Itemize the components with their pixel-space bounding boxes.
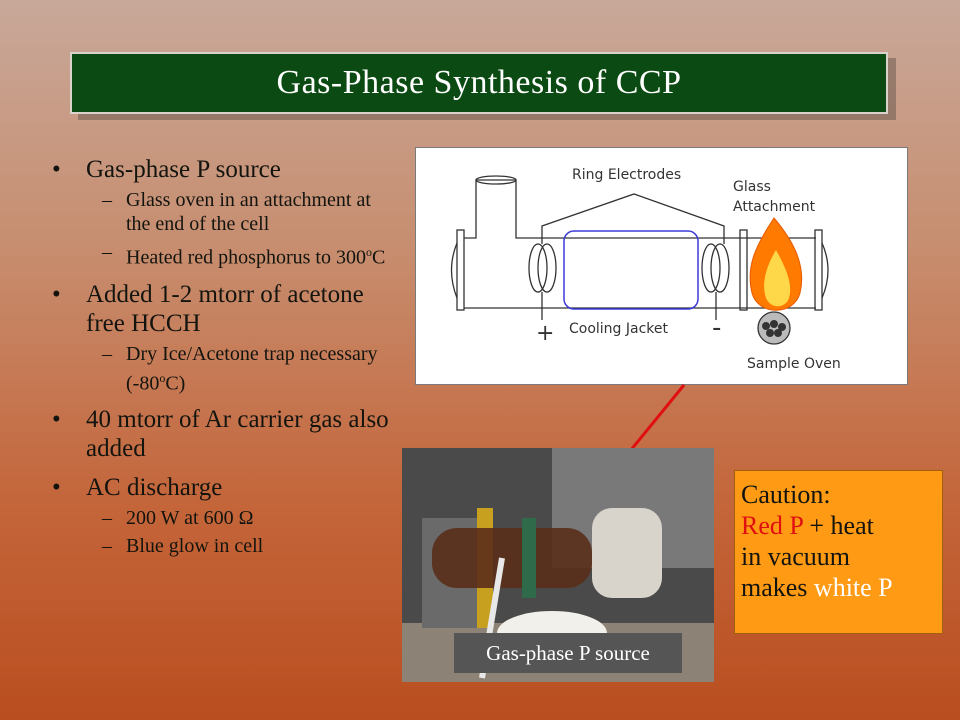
apparatus-diagram: Ring Electrodes Glass Attachment Cooling… [415, 147, 908, 385]
label-cooling-jacket: Cooling Jacket [569, 321, 669, 337]
caution-line-red-p: Red P + heat [741, 511, 874, 540]
electrode-ring [522, 518, 536, 598]
bullet-gas-phase-source: • Gas-phase P source [52, 156, 281, 183]
pellet [762, 322, 770, 330]
bullet-ac-discharge: • AC discharge [52, 474, 223, 502]
sub-bullet-heated-red-p: – Heated red phosphorus to 300oC [102, 241, 386, 269]
pellet [766, 329, 774, 337]
label-minus: - [712, 313, 722, 343]
apparatus-drawing [450, 175, 829, 345]
pellet [770, 320, 778, 328]
sub-bullet-dry-ice: – Dry Ice/Acetone trap necessary (-80oC) [102, 342, 378, 395]
title-bar: Gas-Phase Synthesis of CCP [70, 52, 888, 114]
bullet-marker: • [52, 406, 61, 434]
label-ring-electrodes: Ring Electrodes [572, 167, 682, 183]
bullet-marker: • [52, 280, 61, 308]
inlet-port [475, 175, 517, 185]
bullet-marker: • [52, 156, 61, 183]
pellet [774, 329, 782, 337]
right-window [821, 242, 829, 299]
electrode-leads [541, 193, 725, 244]
tube-top-outline [464, 179, 746, 239]
label-sample-oven: Sample Oven [747, 356, 841, 372]
photo-caption: Gas-phase P source [454, 633, 682, 673]
dash-marker: – [102, 535, 112, 558]
bullet-argon: • 40 mtorr of Ar carrier gas also added [52, 406, 389, 463]
left-ring-electrode-outer [528, 243, 548, 293]
left-ring-electrode-inner [537, 243, 557, 293]
glass-cell [432, 528, 592, 588]
caution-line-white-p: makes white P [741, 573, 893, 602]
left-window [450, 242, 458, 299]
bullet-marker: • [52, 474, 61, 502]
caution-box: Caution: Red P + heat in vacuum makes wh… [734, 470, 943, 634]
dash-marker: – [102, 189, 112, 211]
bullet-list: • Gas-phase P source – Glass oven in an … [48, 145, 398, 558]
slide-title: Gas-Phase Synthesis of CCP [276, 64, 682, 101]
label-plus: + [536, 321, 555, 346]
label-glass-attachment: Glass Attachment [733, 179, 816, 215]
glass-attachment [592, 508, 662, 598]
mid-flange [739, 229, 748, 311]
sub-bullet-power: – 200 W at 600 Ω [102, 507, 254, 530]
flame-core [764, 250, 791, 307]
right-ring-electrode-inner [710, 243, 730, 293]
sample-pellets [762, 320, 786, 337]
sub-bullet-glass-oven: – Glass oven in an attachment at the end… [102, 189, 371, 235]
sub-bullet-blue-glow: – Blue glow in cell [102, 535, 264, 558]
caution-line-vacuum: in vacuum [741, 542, 851, 571]
left-flange [456, 229, 465, 311]
right-flange [814, 229, 823, 311]
pellet [778, 323, 786, 331]
bullet-acetone: • Added 1-2 mtorr of acetone free HCCH [52, 280, 364, 337]
right-ring-electrode-outer [701, 243, 721, 293]
dash-marker: – [102, 342, 112, 365]
caution-title: Caution: [741, 480, 831, 509]
cooling-jacket [563, 230, 699, 310]
dash-marker: – [102, 241, 112, 263]
dash-marker: – [102, 507, 112, 530]
